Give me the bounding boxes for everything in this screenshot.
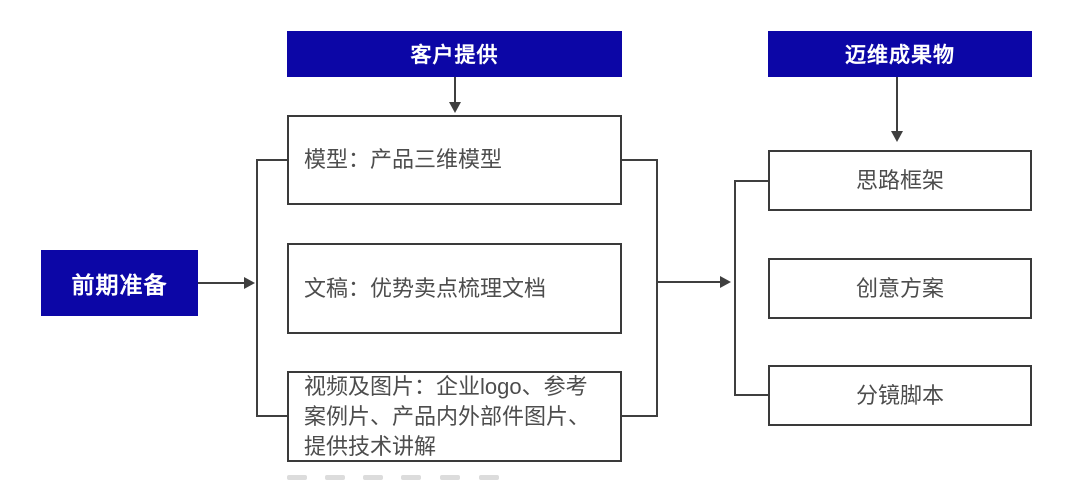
maiwei-deliverables-header: 迈维成果物 [768, 31, 1032, 77]
client-right-bracket-vertical [656, 159, 658, 417]
watermark-dash [401, 475, 421, 480]
client-item-document-box: 文稿：优势卖点梳理文档 [287, 243, 622, 334]
client-provide-header: 客户提供 [287, 31, 622, 77]
watermark-dash [287, 475, 307, 480]
connector-prep-arrow-line [198, 282, 245, 284]
connector-client-to-maiwei-line [658, 281, 721, 283]
prep-stage-box: 前期准备 [41, 250, 198, 316]
connector-maiwei-header-down-line [896, 77, 898, 132]
client-item-model-box: 模型：产品三维模型 [287, 115, 622, 205]
watermark-dash [363, 475, 383, 480]
deliverable-framework-box: 思路框架 [768, 150, 1032, 211]
client-left-bracket-vertical [256, 159, 258, 417]
connector-client-header-down-line [454, 77, 456, 103]
watermark-dash [479, 475, 499, 480]
maiwei-bracket-bottom-stub [736, 394, 768, 396]
client-header-down-arrow-icon [449, 102, 461, 113]
deliverable-creative-box: 创意方案 [768, 258, 1032, 319]
client-to-maiwei-arrow-icon [720, 276, 731, 288]
watermark-dash [325, 475, 345, 480]
prep-right-arrow-icon [244, 277, 255, 289]
client-left-bracket-top-stub [258, 159, 287, 161]
client-left-bracket-bottom-stub [258, 415, 287, 417]
client-right-bracket-bottom-stub [622, 415, 656, 417]
watermark-dash [440, 475, 460, 480]
client-right-bracket-top-stub [622, 159, 656, 161]
maiwei-bracket-top-stub [736, 180, 768, 182]
maiwei-header-down-arrow-icon [891, 131, 903, 142]
deliverable-storyboard-box: 分镜脚本 [768, 365, 1032, 426]
client-item-media-box: 视频及图片：企业logo、参考 案例片、产品内外部件图片、 提供技术讲解 [287, 371, 622, 462]
maiwei-bracket-vertical [734, 180, 736, 396]
